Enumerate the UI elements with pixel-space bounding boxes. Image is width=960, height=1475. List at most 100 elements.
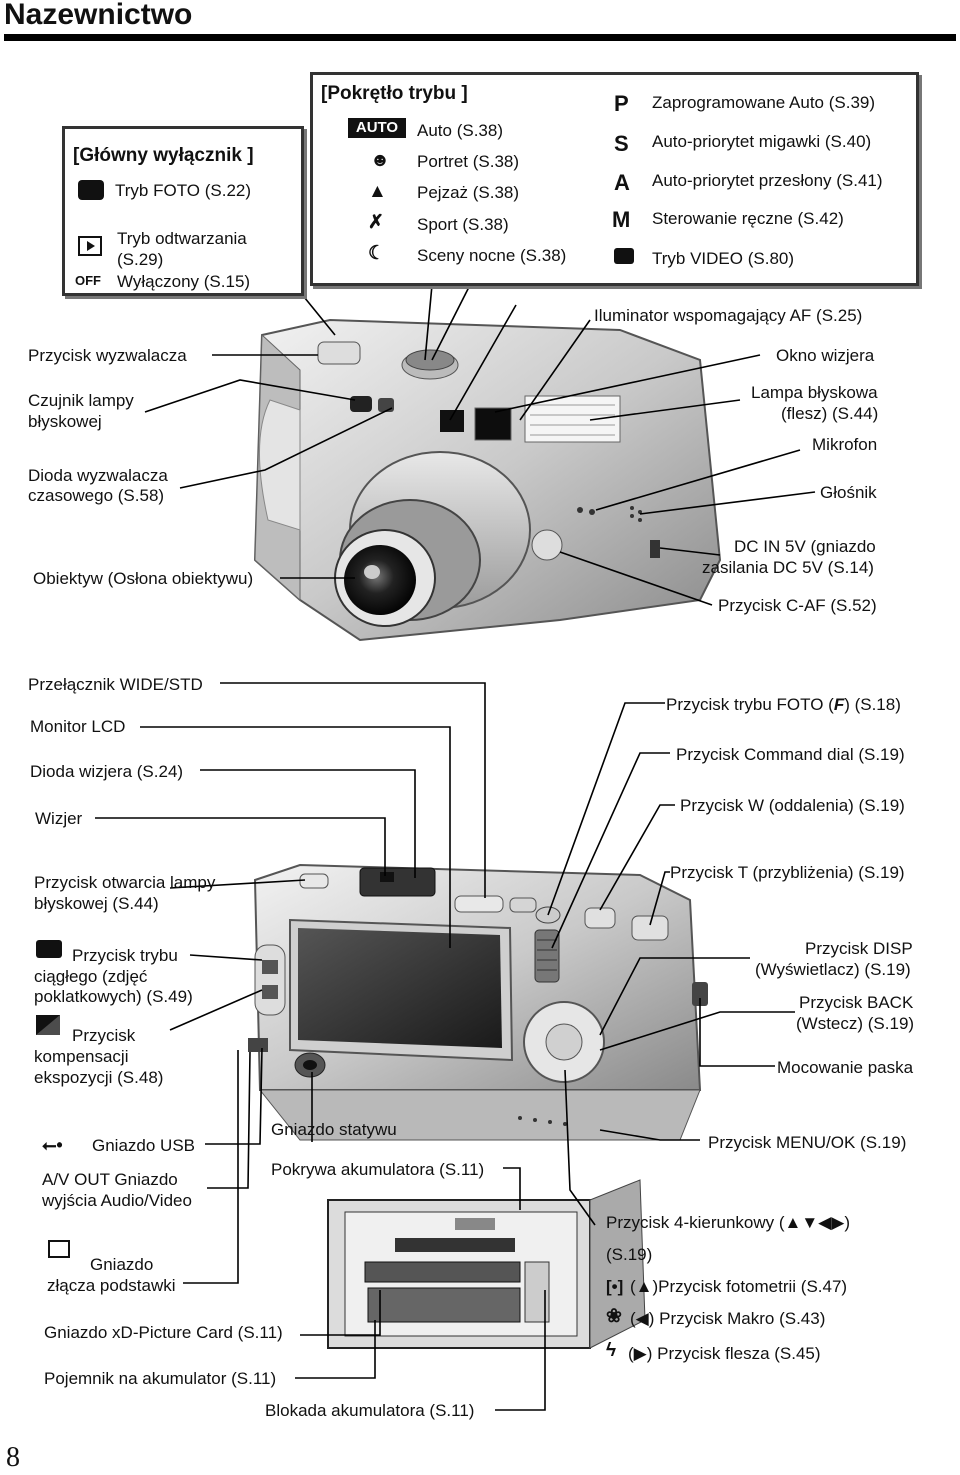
label-exposure-2: kompensacji [34,1047,129,1066]
macro-icon: ❀ [606,1306,622,1327]
label-dock-2: złącza podstawki [47,1276,176,1295]
label-caf-button: Przycisk C-AF (S.52) [718,596,877,615]
flash-icon: ϟ [606,1340,617,1361]
label-four-way-1: Przycisk 4-kierunkowy (▲▼◀▶) [606,1213,850,1232]
label-back-2: (Wstecz) (S.19) [796,1014,915,1033]
label-four-way-2: (S.19) [606,1245,653,1264]
label-w-button: Przycisk W (oddalenia) (S.19) [680,796,905,815]
mode-manual: Sterowanie ręczne (S.42) [652,209,844,228]
label-viewfinder-window: Okno wizjera [776,346,875,365]
sport-icon: ✗ [368,212,384,233]
title-rule [4,34,956,41]
label-command-dial: Przycisk Command dial (S.19) [676,745,905,764]
label-viewfinder: Wizjer [35,809,83,828]
camera-icon [78,180,104,200]
label-viewfinder-lamp: Dioda wizjera (S.24) [30,762,184,781]
label-tripod: Gniazdo statywu [271,1120,397,1139]
page-title: Nazewnictwo [4,0,193,31]
shutter-priority-icon: S [614,131,629,156]
mode-video: Tryb VIDEO (S.80) [652,249,795,268]
usb-icon: ⭠• [42,1135,63,1155]
label-self-timer-1: Dioda wyzwalacza [28,466,168,485]
main-switch-playback-page: (S.29) [117,250,164,269]
main-switch-photo: Tryb FOTO (S.22) [115,181,252,200]
mode-sport: Sport (S.38) [417,215,509,234]
night-scene-icon: ☾ [368,243,386,264]
label-wide-std: Przełącznik WIDE/STD [28,675,203,694]
program-icon: P [614,91,629,116]
label-menu-ok: Przycisk MENU/OK (S.19) [708,1133,907,1152]
label-flash-button: (▶) Przycisk flesza (S.45) [628,1344,821,1363]
dock-icon [48,1240,70,1258]
label-disp-2: (Wyświetlacz) (S.19) [755,960,911,979]
photo-mode-tail: ) (S.18) [844,695,901,714]
label-lens: Obiektyw (Osłona obiektywu) [33,569,254,588]
mode-portrait: Portret (S.38) [417,152,520,171]
label-continuous-2: ciągłego (zdjęć [34,967,148,986]
off-icon: OFF [75,273,101,288]
label-strap-mount: Mocowanie paska [777,1058,914,1077]
page-number: 8 [6,1442,20,1473]
label-flash-sensor-1: Czujnik lampy [28,391,134,410]
label-af-illuminator: Iluminator wspomagający AF (S.25) [594,306,863,325]
label-battery-cover: Pokrywa akumulatora (S.11) [271,1160,485,1179]
label-macro: (◀) Przycisk Makro (S.43) [630,1309,826,1328]
back-camera-illustration [248,863,708,1141]
portrait-icon: ☻ [370,150,390,171]
label-lcd-monitor: Monitor LCD [30,717,126,736]
label-speaker: Głośnik [820,483,877,502]
auto-icon: AUTO [348,118,406,138]
front-camera-illustration [253,318,722,642]
leader-lines [95,284,816,1411]
manual-icon: M [612,207,631,232]
battery-compartment-illustration [327,1179,646,1349]
label-dc-in-1: DC IN 5V (gniazdo [734,537,876,556]
label-usb: Gniazdo USB [92,1136,195,1155]
label-microphone: Mikrofon [812,435,878,454]
mode-landscape: Pejzaż (S.38) [417,183,520,202]
label-shutter-button: Przycisk wyzwalacza [28,346,187,365]
label-self-timer-2: czasowego (S.58) [28,486,165,505]
label-exposure-1: Przycisk [72,1026,136,1045]
mode-program: Zaprogramowane Auto (S.39) [652,93,876,112]
label-xd-card: Gniazdo xD-Picture Card (S.11) [44,1323,283,1342]
exposure-compensation-icon [36,1015,60,1035]
label-disp-1: Przycisk DISP [805,939,913,958]
label-flash-open-2: błyskowej (S.44) [34,894,159,913]
label-dc-in-2: zasilania DC 5V (S.14) [702,558,874,577]
video-camera-icon [614,248,634,264]
landscape-icon: ▲ [368,181,387,202]
label-av-out-1: A/V OUT Gniazdo [42,1170,178,1189]
label-metering: (▲)Przycisk fotometrii (S.47) [630,1277,848,1296]
mode-shutter-priority: Auto-priorytet migawki (S.40) [652,132,872,151]
mode-night: Sceny nocne (S.38) [417,246,567,265]
photo-mode-text: Przycisk trybu FOTO ( [666,695,834,714]
label-continuous-3: poklatkowych) (S.49) [34,987,193,1006]
label-flash-open-1: Przycisk otwarcia lampy [34,873,216,892]
main-switch-off: Wyłączony (S.15) [117,272,251,291]
main-switch-playback: Tryb odtwarzania [117,229,247,248]
playback-icon [78,236,102,256]
label-continuous-1: Przycisk trybu [72,946,178,965]
label-metering-icon: [•] [606,1277,624,1296]
aperture-priority-icon: A [614,170,630,195]
label-back-1: Przycisk BACK [799,993,914,1012]
mode-aperture-priority: Auto-priorytet przesłony (S.41) [652,171,883,190]
main-switch-box: [Główny wyłącznik ] [62,126,304,296]
mode-dial-heading: [Pokrętło trybu ] [321,83,468,104]
photo-mode-f-icon: F [833,695,845,714]
label-t-button: Przycisk T (przybliżenia) (S.19) [670,863,905,882]
label-av-out-2: wyjścia Audio/Video [42,1191,192,1210]
label-flash-1: Lampa błyskowa [751,383,878,402]
label-flash-sensor-2: błyskowej [28,412,102,431]
mode-auto: Auto (S.38) [417,121,503,140]
label-battery-lock: Blokada akumulatora (S.11) [265,1401,475,1420]
continuous-shooting-icon [36,940,62,958]
main-switch-heading: [Główny wyłącznik ] [73,145,254,166]
label-flash-2: (flesz) (S.44) [781,404,879,423]
label-exposure-3: ekspozycji (S.48) [34,1068,164,1087]
label-photo-mode-button: Przycisk trybu FOTO (F) (S.18) [666,694,901,715]
label-dock-1: Gniazdo [90,1255,154,1274]
label-battery-compartment: Pojemnik na akumulator (S.11) [44,1369,277,1388]
